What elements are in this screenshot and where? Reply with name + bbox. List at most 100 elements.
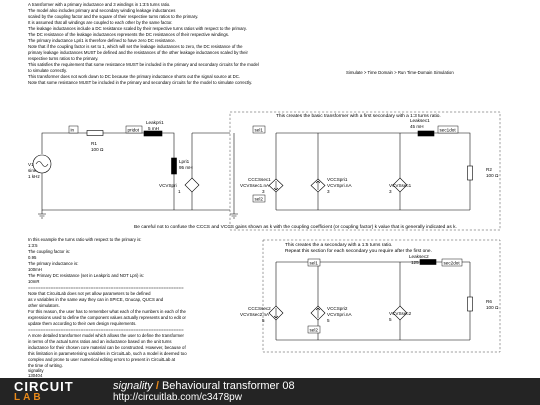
bottom-note: ========================================… xyxy=(28,285,184,290)
section1-caption: This creates the basic transformer with … xyxy=(276,113,441,119)
bottom-note: For this reason, the user has to remembe… xyxy=(28,309,186,314)
leaksec1-inductor[interactable] xyxy=(417,130,435,137)
net-tag-in-label: in xyxy=(71,128,75,133)
bottom-note: In this example the turns ratio with res… xyxy=(28,237,141,242)
r6-name: R6 xyxy=(486,299,492,304)
bottom-note: in terms of the actual turns ratios and … xyxy=(28,339,172,344)
vcvssec1-name: VCVSsec1 xyxy=(389,183,412,188)
vcvspri-gain: 1 xyxy=(178,189,181,194)
r6-resistor[interactable] xyxy=(467,296,473,312)
r2-resistor[interactable] xyxy=(467,165,473,181)
bottom-note: 0.95 xyxy=(28,255,37,260)
sine-wave-icon xyxy=(35,161,49,167)
arrow-down-icon xyxy=(273,308,279,319)
vcvssec1-source[interactable] xyxy=(392,177,408,193)
intro-note: The primary inductance Lpri1 is therefor… xyxy=(28,38,176,43)
bottom-note: 10mR xyxy=(28,279,39,284)
r2-value: 100 Ω xyxy=(486,173,499,178)
bottom-note: inductance for their chosen core materia… xyxy=(28,345,186,350)
leakpri1-name: Leakpri1 xyxy=(146,120,164,125)
bottom-note: A more detailed transformer model which … xyxy=(28,333,185,338)
net-tag-sel1-label: sel1 xyxy=(310,261,319,266)
intro-note: respective turns ratios to the primary. xyxy=(28,56,98,61)
bottom-note: The Primary DC resistance (set in Leakpr… xyxy=(28,273,144,278)
net-tag-sel1 xyxy=(307,258,321,267)
net-tag-pridot-label: pridot xyxy=(128,128,140,133)
net-tag-in xyxy=(68,125,79,134)
section1-frame xyxy=(229,111,501,231)
circuitlab-logo[interactable]: CIRCUIT LAB xyxy=(14,380,73,403)
cccssec1-expr: VCVSsec1.nA xyxy=(240,183,270,188)
lpri1-name: Lpri1 xyxy=(179,159,190,164)
intro-note: This transformer does not work down to D… xyxy=(28,74,240,79)
bottom-note: Note that CircuitLab does not yet allow … xyxy=(28,291,151,296)
section1-warning: Be careful not to confuse the CCCS and V… xyxy=(134,224,457,230)
net-tag-sel2 xyxy=(307,325,321,334)
leaksec2-inductor[interactable] xyxy=(419,259,437,265)
ground-icon xyxy=(38,210,46,219)
vccspri2-expr: VCVSpri.nA xyxy=(327,312,352,317)
vcvssec2-gain: 5 xyxy=(389,317,392,322)
vccspri1-gain: 3 xyxy=(327,189,330,194)
net-tag-sel2 xyxy=(252,194,266,203)
arrow-up-icon xyxy=(315,307,321,318)
bottom-note: 100mH xyxy=(28,267,42,272)
cccssec1-name: CCCSsec1 xyxy=(248,177,271,182)
bottom-notes: In this example the turns ratio with res… xyxy=(28,237,187,378)
lpri1-inductor[interactable] xyxy=(171,157,177,175)
circuit-url-link[interactable]: http://circuitlab.com/c3478pw xyxy=(113,392,242,403)
bottom-note: expressions used to define the component… xyxy=(28,315,186,320)
bottom-note: 1:3:5 xyxy=(28,243,38,248)
leaksec1-name: Leaksec1 xyxy=(410,118,430,123)
section2-caption-1: This creates the a secondary with a 1:5 … xyxy=(285,242,392,248)
net-tag-sec2dot xyxy=(441,258,463,267)
bottom-note: The primary inductance is: xyxy=(28,261,78,266)
r6-value: 100 Ω xyxy=(486,305,499,310)
vcvssec2-source[interactable] xyxy=(392,305,408,321)
intro-note: A transformer with a primary inductance … xyxy=(28,2,170,7)
vcvssec1-gain: 3 xyxy=(389,189,392,194)
v1-name: V1 xyxy=(28,162,34,167)
author-name[interactable]: signality xyxy=(113,380,153,392)
bottom-note: other simulators. xyxy=(28,303,60,308)
cccssec2-gain: 5 xyxy=(262,318,265,323)
leakpri1-inductor[interactable] xyxy=(143,130,163,137)
section2-frame xyxy=(262,239,501,353)
footer-bar: CIRCUIT LAB signality / Behavioural tran… xyxy=(0,378,540,405)
section2-caption-2: Repeat this section for each secondary y… xyxy=(285,248,432,254)
vccspri1-name: VCCSpri1 xyxy=(327,177,348,182)
title-separator: / xyxy=(155,380,159,392)
bottom-note: signality xyxy=(28,368,44,373)
r1-resistor[interactable] xyxy=(86,130,104,136)
cccssec2-expr: VCVSsec2.nA xyxy=(240,312,270,317)
net-tag-sel1 xyxy=(252,125,266,134)
bottom-note: The coupling factor is: xyxy=(28,249,70,254)
leaksec1-value: 45 mH xyxy=(410,124,424,129)
vcvspri-name: VCVSpri xyxy=(159,183,177,188)
vccspri2-name: VCCSpri2 xyxy=(327,306,348,311)
circuit-title: signality / Behavioural transformer 08 xyxy=(113,380,295,392)
bottom-note: as v variables in the same way they can … xyxy=(28,297,164,302)
vcvspri-source[interactable] xyxy=(184,177,200,193)
intro-note: scaled by the coupling factor and the sq… xyxy=(28,14,198,19)
arrow-down-icon xyxy=(273,181,279,191)
leaksec2-name: Leaksec2 xyxy=(409,254,429,259)
schematic: A transformer with a primary inductance … xyxy=(28,2,501,378)
intro-note: It is assumed that all windings are coup… xyxy=(28,20,173,25)
intro-note: The model also includes primary and seco… xyxy=(28,8,175,13)
leaksec2-value: 125 mH xyxy=(411,260,427,265)
net-tag-sel1-label: sel1 xyxy=(255,128,264,133)
secondary2-wiring xyxy=(275,261,471,341)
net-tag-sec1dot-label: sec1dot xyxy=(440,128,457,133)
bottom-note: the time of writing. xyxy=(28,363,63,368)
net-tag-pridot xyxy=(125,125,143,134)
bottom-note: update them according to their own desig… xyxy=(28,321,136,326)
net-tag-sel2-label: sel2 xyxy=(255,197,264,202)
circuit-name: Behavioural transformer 08 xyxy=(161,380,295,392)
ground-icon xyxy=(230,210,238,219)
simulation-mode-note: Simulate > Time Domain > Run Time-Domain… xyxy=(346,70,454,75)
v1-type: sine xyxy=(28,168,37,173)
intro-note: Note that if the coupling factor is set … xyxy=(28,44,243,49)
intro-note: to simulate correctly. xyxy=(28,68,67,73)
